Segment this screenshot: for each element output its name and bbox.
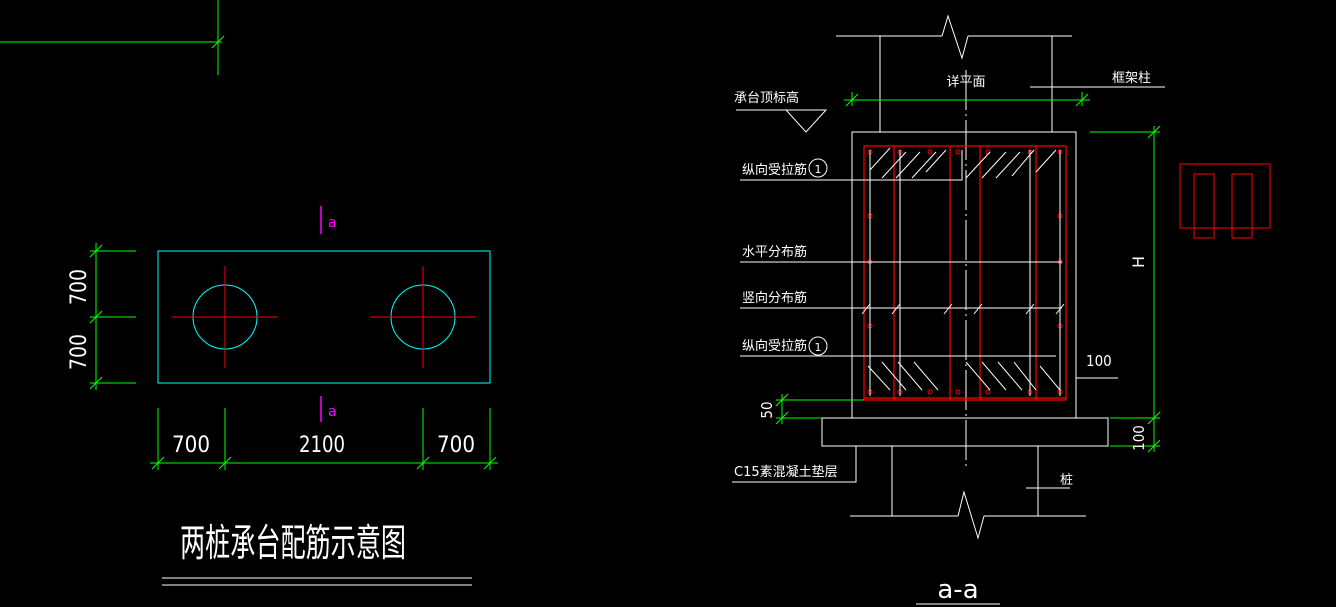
section-marker-bottom: a	[320, 396, 337, 422]
elevation-triangle	[784, 109, 828, 133]
dim-100-right: 100	[1086, 352, 1112, 370]
rebar-cage	[863, 145, 1067, 401]
bottom-rebar-hatch	[867, 361, 1061, 391]
top-dim-label: 详平面	[946, 75, 985, 90]
cap-top-label: 承台顶标高	[734, 90, 799, 106]
cover-dimension-right	[1075, 374, 1118, 382]
label-pile: 桩	[1060, 473, 1073, 488]
plan-view: a a 700 700 700	[67, 206, 498, 586]
corner-fragment	[0, 0, 225, 75]
plan-dim-h-left: 700	[172, 433, 210, 458]
bubble-top-number: 1	[815, 163, 822, 176]
section-view: 详平面 框架柱 承台顶标高	[732, 14, 1165, 605]
section-title: a-a	[937, 575, 978, 605]
label-cushion: C15素混凝土垫层	[734, 464, 838, 480]
section-leaders	[732, 150, 1070, 489]
dim-height-label: H	[1129, 256, 1148, 268]
label-bottom-rebar: 纵向受拉筋	[742, 338, 807, 354]
bubble-bottom-number: 1	[815, 341, 822, 354]
top-dimension	[844, 92, 1090, 107]
plan-horizontal-dimensions	[150, 408, 498, 470]
cap-outline	[851, 131, 1077, 419]
plan-vertical-dimensions	[89, 243, 136, 390]
plan-dim-h-right: 700	[437, 433, 475, 458]
label-horizontal-dist: 水平分布筋	[742, 244, 807, 260]
section-marker-bottom-label: a	[328, 404, 337, 420]
column-outline	[836, 14, 1072, 132]
pile-centerlines	[172, 266, 476, 368]
section-marker-top: a	[320, 206, 337, 234]
plan-title: 两桩承台配筋示意图	[180, 521, 406, 565]
top-rebar-hatch	[869, 147, 1057, 179]
section-marker-top-label: a	[328, 215, 337, 231]
label-vertical-dist: 竖向分布筋	[742, 290, 807, 306]
plan-dim-v-lower: 700	[67, 334, 92, 370]
rebar-dots	[867, 149, 1063, 395]
plan-dim-v-upper: 700	[67, 269, 92, 305]
height-dimension	[1090, 125, 1161, 453]
vertical-dist-ticks	[861, 303, 1065, 315]
cushion-layer	[821, 417, 1109, 447]
bubble-bottom	[808, 336, 828, 356]
bubble-top	[808, 158, 828, 178]
pile-cap-outline	[157, 250, 491, 384]
column-label: 框架柱	[1112, 71, 1151, 86]
dim-100-bottom: 100	[1130, 425, 1148, 451]
vertical-bars	[869, 150, 1061, 396]
label-top-rebar: 纵向受拉筋	[742, 162, 807, 178]
plan-dim-h-middle: 2100	[299, 433, 345, 458]
dim-50: 50	[758, 401, 776, 418]
pile-outline	[850, 446, 1086, 540]
stirrup-detail	[1179, 163, 1271, 239]
cover-dimension-bottom	[775, 393, 864, 425]
